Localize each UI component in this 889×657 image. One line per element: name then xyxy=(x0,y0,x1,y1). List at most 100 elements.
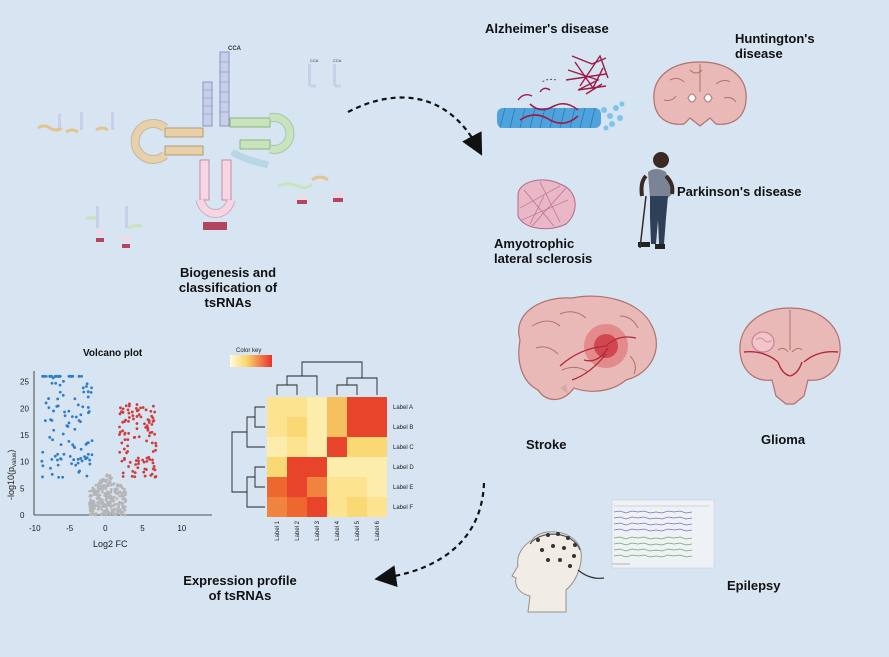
volcano-point xyxy=(146,418,150,422)
volcano-point xyxy=(77,470,81,474)
volcano-point xyxy=(96,507,100,511)
huntingtons-label: Huntington's disease xyxy=(735,31,815,61)
volcano-point xyxy=(80,459,84,463)
volcano-point xyxy=(117,500,121,504)
volcano-point xyxy=(68,455,72,458)
volcano-point xyxy=(154,441,158,445)
volcano-point xyxy=(126,444,130,448)
volcano-ytick: 15 xyxy=(20,431,29,440)
heatmap-cell xyxy=(347,397,367,417)
volcano-point xyxy=(126,408,130,412)
volcano-point xyxy=(127,465,130,468)
volcano-point xyxy=(121,420,125,424)
volcano-point xyxy=(91,511,95,515)
heatmap-cell xyxy=(347,457,367,477)
volcano-point xyxy=(61,393,65,397)
volcano-point xyxy=(80,374,83,378)
volcano-xtick: 5 xyxy=(140,524,145,533)
volcano-point xyxy=(145,459,149,463)
volcano-point xyxy=(99,500,103,503)
heatmap-cell xyxy=(307,497,327,517)
volcano-point xyxy=(123,458,127,461)
volcano-point xyxy=(119,406,122,410)
heatmap-cell xyxy=(347,417,367,437)
volcano-xtick: -5 xyxy=(66,524,74,533)
heatmap-col-label: Label 4 xyxy=(335,520,341,540)
volcano-point xyxy=(121,503,124,507)
volcano-point xyxy=(104,486,107,489)
volcano-point xyxy=(88,513,92,516)
volcano-point xyxy=(84,385,88,388)
volcano-point xyxy=(149,473,153,477)
heatmap-cell xyxy=(287,417,307,437)
biogenesis-title-line1: Biogenesis and xyxy=(179,265,277,280)
heatmap-row-label: Label D xyxy=(393,465,414,471)
volcano-point xyxy=(51,376,55,380)
row-dendrogram xyxy=(231,406,265,508)
volcano-point xyxy=(143,422,146,426)
trna-fragments-right xyxy=(277,175,344,204)
volcano-point xyxy=(72,445,76,449)
volcano-point xyxy=(106,495,110,498)
volcano-point xyxy=(41,450,45,454)
volcano-point xyxy=(135,415,139,418)
volcano-point xyxy=(58,374,62,378)
volcano-point xyxy=(54,381,58,385)
volcano-point xyxy=(145,439,148,443)
volcano-point xyxy=(121,429,125,433)
volcano-point xyxy=(97,505,101,509)
volcano-point xyxy=(47,397,50,400)
volcano-point xyxy=(44,374,48,378)
volcano-point xyxy=(128,460,132,464)
volcano-point xyxy=(124,490,127,494)
biogenesis-title-line3: tsRNAs xyxy=(204,295,252,310)
volcano-point xyxy=(93,513,96,517)
volcano-point xyxy=(82,390,86,394)
volcano-point xyxy=(141,406,145,409)
volcano-point xyxy=(93,504,96,508)
volcano-point xyxy=(143,474,147,478)
volcano-point xyxy=(85,382,89,386)
volcano-point xyxy=(90,386,93,390)
volcano-point xyxy=(151,416,155,420)
volcano-point xyxy=(154,448,157,452)
volcano-point xyxy=(56,458,59,462)
volcano-point xyxy=(79,457,83,460)
volcano-point xyxy=(59,443,63,447)
volcano-ytick: 10 xyxy=(20,458,29,467)
heatmap-cell xyxy=(267,477,287,497)
volcano-point xyxy=(97,482,100,486)
volcano-point xyxy=(94,483,98,487)
volcano-point xyxy=(93,493,96,496)
heatmap-col-label: Label 3 xyxy=(315,520,321,540)
volcano-point xyxy=(81,386,85,390)
volcano-point xyxy=(91,500,95,503)
volcano-point xyxy=(118,425,121,429)
heatmap-cell xyxy=(287,437,307,457)
volcano-point xyxy=(147,421,151,424)
volcano-point xyxy=(135,409,139,413)
volcano-point xyxy=(132,436,136,439)
volcano-point xyxy=(51,438,54,442)
volcano-point xyxy=(139,406,142,410)
volcano-point xyxy=(118,412,122,416)
volcano-point xyxy=(76,403,80,407)
volcano-point xyxy=(124,418,128,422)
volcano-point xyxy=(131,414,135,418)
volcano-xlabel: Log2 FC xyxy=(93,539,128,549)
volcano-point xyxy=(41,475,44,479)
volcano-point xyxy=(50,381,54,385)
volcano-point xyxy=(142,470,146,474)
volcano-point xyxy=(49,466,52,470)
volcano-point xyxy=(62,379,65,383)
heatmap-cell xyxy=(287,477,307,497)
volcano-point xyxy=(118,490,122,494)
volcano-point xyxy=(84,443,88,446)
volcano-point xyxy=(137,413,141,417)
volcano-point xyxy=(59,457,63,461)
volcano-point xyxy=(90,439,94,443)
volcano-point xyxy=(104,491,108,495)
